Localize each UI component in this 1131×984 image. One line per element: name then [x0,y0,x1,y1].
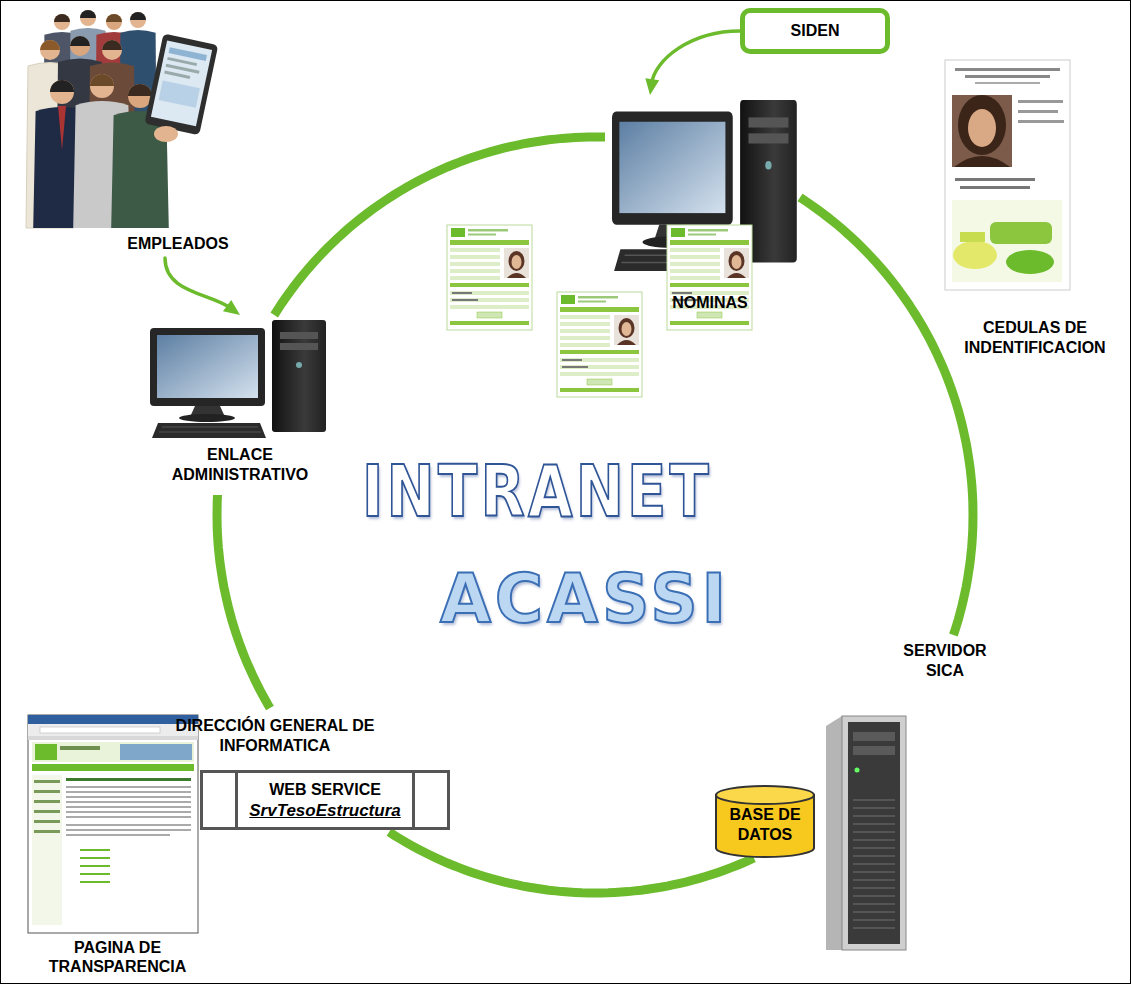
connector [274,137,605,315]
connector [800,197,973,635]
web-service-node: WEB SERVICESrvTesoEstructura DIRECCIÓN GE… [160,708,450,832]
connector [389,832,754,893]
computer-node: ENLACE ADMINISTRATIVO [150,315,330,495]
node-label: SIDEN [745,13,885,49]
flow-arrow [652,31,740,83]
cylinder-top [716,786,814,804]
title-wordmark: INTRANET [362,452,712,531]
box-content: WEB SERVICESrvTesoEstructura [241,773,409,827]
node-label: ENLACE ADMINISTRATIVO [155,445,325,485]
connector [217,495,270,708]
node-label: DIRECCIÓN GENERAL DE INFORMATICA [175,716,375,756]
node-label: NOMINAS [645,293,775,313]
box-divider [412,773,415,827]
node-label: BASE DE DATOS [723,805,807,845]
connector [165,258,240,315]
node-label: EMPLEADOS [103,234,253,254]
database-cylinder: BASE DE DATOS [715,785,815,858]
figure-caption: CEDULAS DE INDENTIFICACION [945,318,1125,358]
title-wordmark: ACASSI [440,562,730,637]
actor-node: EMPLEADOS [38,4,252,258]
service-name: SrvTesoEstructura [249,800,400,821]
ring-segment [389,832,754,893]
figure-caption: PAGINA DE TRANSPARENCIA [30,938,205,976]
ring-segment [217,495,270,708]
ring-segment [274,137,605,315]
server-node: SERVIDOR SICA BASE DE DATOS [715,635,1010,955]
node-label: SERVIDOR SICA [890,641,1000,681]
computer-node: NOMINAS [605,95,800,320]
flow-arrow [165,258,230,308]
ring-segment [800,197,973,635]
node-label: WEB SERVICE [269,780,381,800]
system-box: SIDEN [740,8,890,54]
box-divider [235,773,238,827]
web-service-box: WEB SERVICESrvTesoEstructura [200,770,450,830]
connector [645,31,740,95]
